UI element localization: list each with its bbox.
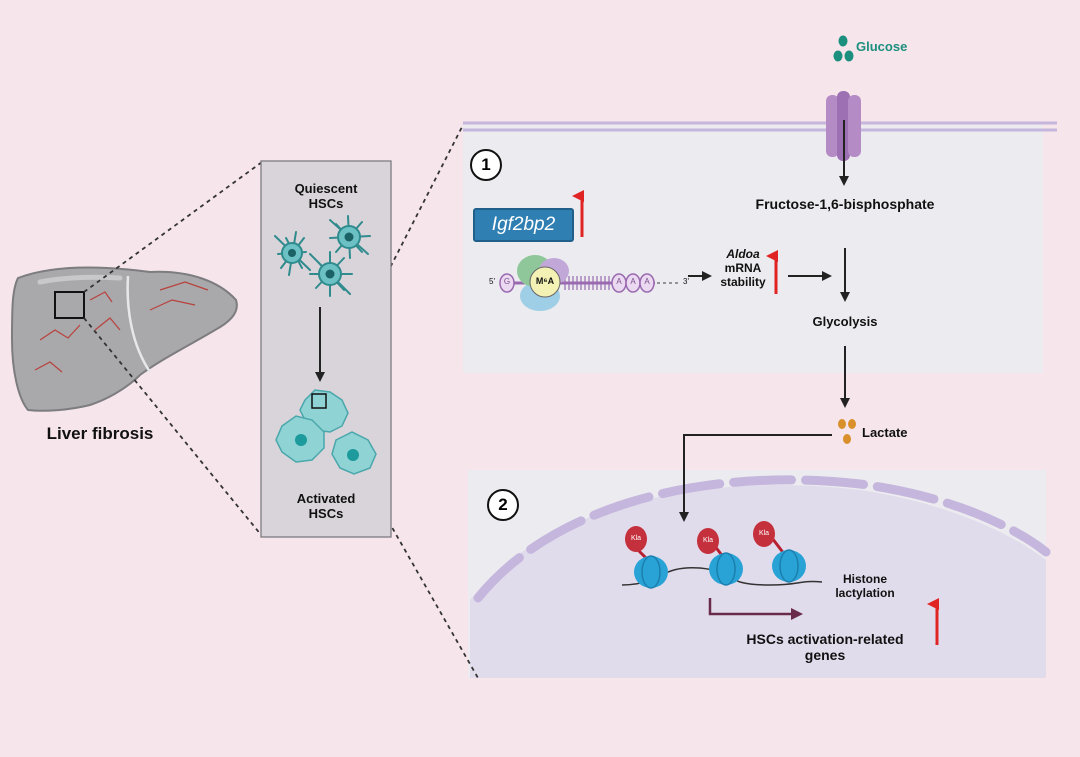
histone-label-line2: lactylation: [835, 585, 895, 600]
nucleus-panel: [468, 470, 1051, 678]
activated-label-line1: Activated: [296, 491, 356, 506]
activated-hsc-icon: [275, 389, 377, 475]
transcription-arrow: [708, 598, 803, 620]
step-2-badge: 2: [487, 489, 519, 521]
mrna-cap-label: G: [503, 277, 511, 286]
quiescent-label-line1: Quiescent: [294, 181, 358, 196]
glucose-molecules-icon: [833, 35, 854, 62]
aldoa-stability-label: Aldoa mRNA stability: [712, 247, 774, 289]
plasma-membrane: [463, 121, 1057, 132]
kla-label-2: Kla: [702, 537, 714, 544]
mrna-strand-icon: [499, 273, 680, 293]
polya-label-1: A: [616, 277, 622, 286]
quiescent-label-line2: HSCs: [308, 195, 344, 211]
liver-icon: [10, 266, 238, 412]
aldoa-label: Aldoa: [726, 247, 760, 261]
m6a-reader-complex-icon: [517, 255, 569, 311]
lactate-label: Lactate: [862, 425, 908, 440]
aldoa-mrna-label: mRNA: [724, 260, 762, 275]
quiescent-hsc-icon: [274, 215, 371, 297]
step-1-badge: 1: [470, 149, 502, 181]
mrna-5prime-label: 5': [489, 277, 495, 286]
lactate-molecules-icon: [838, 419, 856, 444]
quiescent-label: Quiescent HSCs: [266, 181, 386, 212]
aldoa-stability-word: stability: [720, 274, 766, 289]
histone-lactylation-label: Histone lactylation: [820, 572, 910, 601]
kla-label-3: Kla: [758, 530, 770, 537]
glycolysis-label: Glycolysis: [812, 314, 878, 329]
m6a-label: M⁶A: [535, 276, 555, 286]
fructose-label: Fructose-1,6-bisphosphate: [755, 196, 935, 212]
kla-label-1: Kla: [630, 535, 642, 542]
activated-label-line2: HSCs: [308, 505, 344, 521]
arrow-lactate-to-nucleus: [679, 434, 832, 522]
histone-label-line1: Histone: [842, 572, 887, 586]
glucose-label: Glucose: [856, 39, 908, 54]
activated-label: Activated HSCs: [266, 491, 386, 522]
polya-label-2: A: [630, 277, 636, 286]
hsc-activation-genes-label: HSCs activation-related genes: [715, 631, 935, 663]
nucleosomes-icon: [621, 521, 823, 589]
mrna-3prime-label: 3': [683, 277, 689, 286]
cytoplasm-panel: [463, 125, 1043, 373]
genes-label-line2: genes: [804, 647, 846, 664]
liver-fibrosis-label: Liver fibrosis: [46, 424, 154, 443]
hsc-panel-box: [260, 160, 392, 538]
polya-label-3: A: [644, 277, 650, 286]
genes-label-line1: HSCs activation-related: [746, 631, 904, 647]
igf2bp2-gene-box: Igf2bp2: [473, 208, 574, 242]
